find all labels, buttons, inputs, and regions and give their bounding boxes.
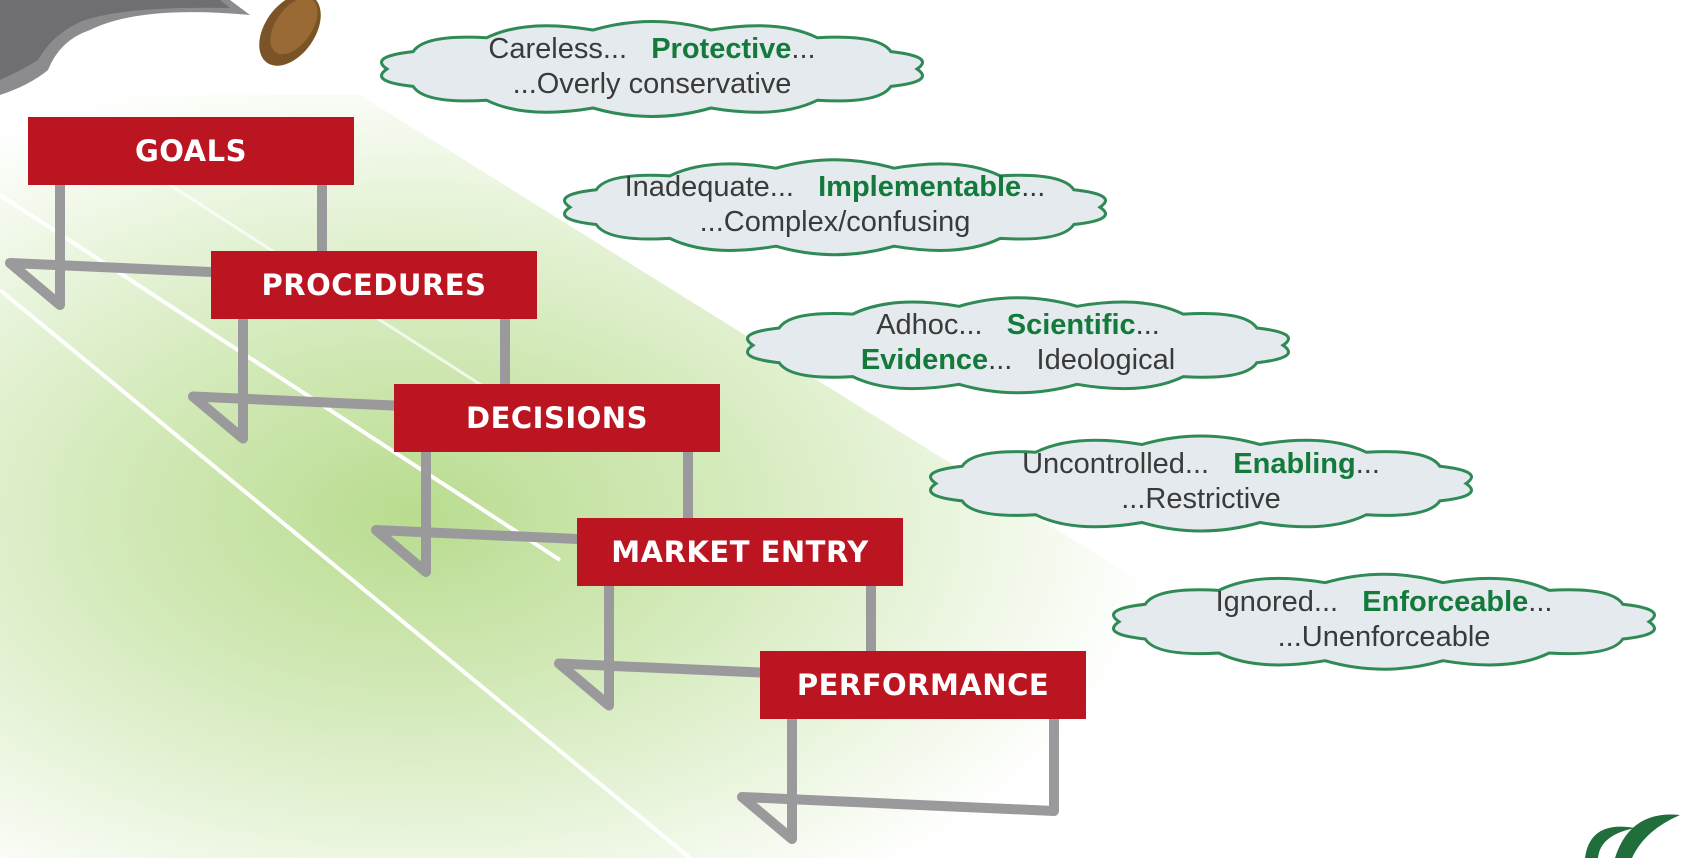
negative-extreme: Adhoc...	[876, 309, 983, 342]
target-quality: Scientific	[1006, 309, 1136, 342]
hurdle-frame-performance	[737, 714, 1059, 844]
target-quality: Protective	[651, 33, 792, 65]
negative-extreme: Uncontrolled...	[1022, 447, 1210, 480]
cloud-line-2: ...Complex/confusing	[535, 205, 1135, 240]
leaf-logo-icon	[1585, 814, 1680, 858]
target-quality-2: Evidence	[860, 344, 989, 377]
hurdle-sign-procedures: PROCEDURES	[211, 250, 537, 319]
ellipsis: ...	[1528, 585, 1553, 618]
hurdle-sign-market-entry: MARKET ENTRY	[577, 517, 903, 586]
hurdle-frame-decisions	[371, 447, 693, 577]
thought-cloud-2	[563, 158, 1107, 257]
cloud-text-2: Inadequate... Implementable......Complex…	[535, 170, 1135, 240]
thought-cloud-1	[380, 20, 924, 118]
hurdle-frames	[5, 180, 1059, 844]
cloud-text-5: Ignored... Enforceable......Unenforceabl…	[1084, 585, 1684, 655]
hurdle-sign-performance: PERFORMANCE	[760, 651, 1086, 719]
positive-extreme: ...Restrictive	[1121, 482, 1281, 515]
runner-leg	[0, 0, 321, 95]
cloud-line-2: ...Restrictive	[901, 482, 1501, 517]
target-quality: Enabling	[1233, 447, 1356, 480]
track-line-lower	[0, 288, 692, 858]
negative-extreme: Ignored...	[1215, 585, 1339, 618]
cloud-line-1: Uncontrolled... Enabling...	[901, 447, 1501, 482]
positive-extreme: ...Overly conservative	[512, 68, 792, 100]
ellipsis: ...	[1135, 309, 1160, 342]
thought-cloud-5	[1112, 572, 1656, 671]
cloud-line-2: ...Unenforceable	[1084, 620, 1684, 655]
hurdle-sign-goals: GOALS	[28, 117, 354, 185]
thought-cloud-3	[746, 296, 1290, 395]
positive-extreme: ... Ideological	[988, 344, 1176, 377]
cloud-line-1: Adhoc... Scientific...	[718, 308, 1318, 343]
thought-cloud-4	[929, 434, 1473, 533]
ellipsis: ...	[1021, 171, 1046, 204]
cloud-line-2: Evidence... Ideological	[718, 343, 1318, 378]
cloud-text-1: Careless... Protective......Overly conse…	[352, 32, 952, 102]
hurdle-frame-goals	[5, 180, 327, 310]
hurdle-frame-procedures	[188, 313, 510, 444]
cloud-line-1: Ignored... Enforceable...	[1084, 585, 1684, 620]
hurdle-sign-decisions: DECISIONS	[394, 384, 720, 452]
target-quality: Enforceable	[1362, 585, 1529, 618]
positive-extreme: ...Complex/confusing	[699, 206, 971, 239]
cloud-line-2: ...Overly conservative	[352, 67, 952, 102]
cloud-text-3: Adhoc... Scientific...Evidence... Ideolo…	[718, 308, 1318, 378]
track-line-upper	[0, 193, 562, 562]
ellipsis: ...	[791, 33, 816, 65]
cloud-shapes	[380, 20, 1656, 671]
positive-extreme: ...Unenforceable	[1277, 620, 1491, 653]
ellipsis: ...	[1355, 447, 1380, 480]
cloud-line-1: Inadequate... Implementable...	[535, 170, 1135, 205]
target-quality: Implementable	[818, 171, 1022, 204]
cloud-line-1: Careless... Protective...	[352, 32, 952, 67]
cloud-text-4: Uncontrolled... Enabling......Restrictiv…	[901, 447, 1501, 517]
negative-extreme: Inadequate...	[624, 171, 794, 204]
hurdle-frame-market-entry	[554, 580, 876, 711]
negative-extreme: Careless...	[488, 33, 628, 65]
